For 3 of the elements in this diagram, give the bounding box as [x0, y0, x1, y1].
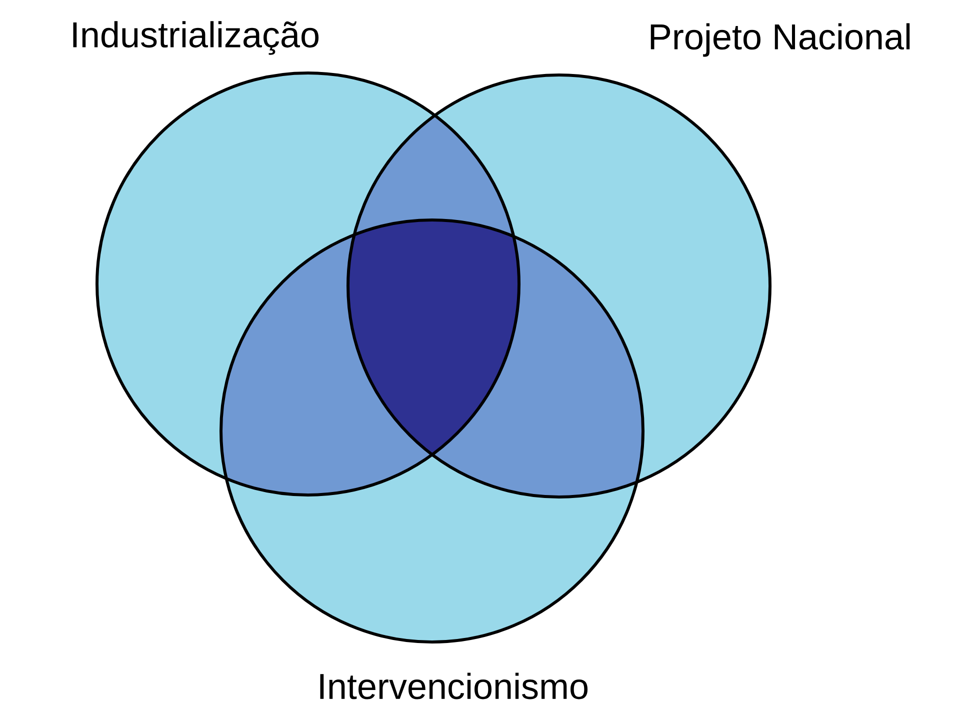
- node-label: Projeto Nacional: [650, 23, 910, 57]
- node-label: Industrialização: [73, 21, 319, 55]
- node-label: Intervencionismo: [320, 672, 588, 700]
